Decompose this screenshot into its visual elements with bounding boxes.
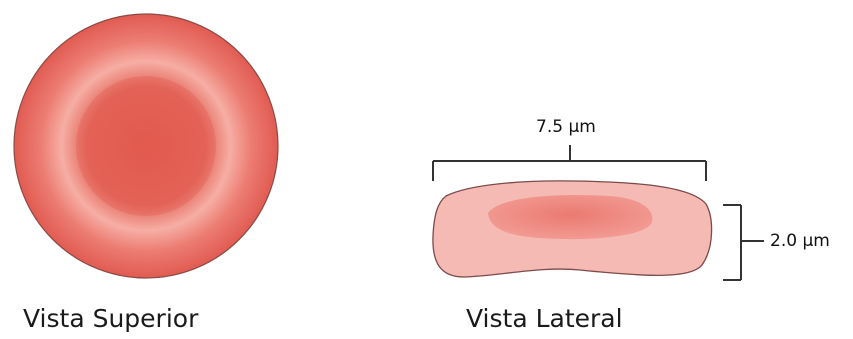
side-view-dimple: [488, 195, 652, 239]
top-view-caption: Vista Superior: [23, 306, 198, 331]
top-view-cell: [14, 14, 278, 278]
height-dimension-label: 2.0 µm: [770, 233, 830, 250]
side-view-caption: Vista Lateral: [466, 306, 623, 331]
side-view-cell: [433, 181, 712, 277]
width-bracket: [433, 145, 706, 181]
width-dimension-label: 7.5 µm: [536, 119, 596, 136]
height-bracket: [723, 205, 764, 280]
